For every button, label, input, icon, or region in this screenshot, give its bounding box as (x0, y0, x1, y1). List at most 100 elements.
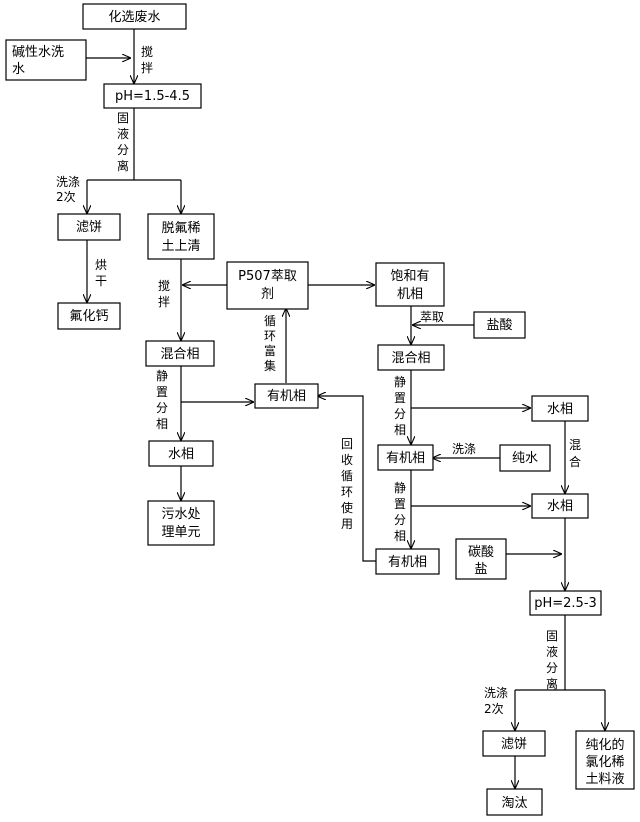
svg-text:固: 固 (546, 629, 558, 643)
box-saturated-organic-line2: 机相 (397, 287, 423, 302)
label-recycle: 回 收 循 环 使 用 (341, 437, 353, 531)
box-calcium-fluoride-text: 氟化钙 (69, 309, 108, 324)
box-aqueous-phase-right1: 水相 (531, 395, 589, 422)
box-rare-earth-liquid-line3: 土料液 (585, 772, 624, 787)
box-filter-cake1: 滤饼 (57, 213, 121, 241)
svg-text:循: 循 (341, 469, 353, 483)
svg-text:使: 使 (341, 500, 353, 515)
box-calcium-fluoride: 氟化钙 (57, 302, 121, 330)
label-wash2-2: 洗涤 2次 (484, 686, 508, 716)
svg-text:拌: 拌 (141, 60, 153, 75)
label-extract: 萃取 (420, 310, 444, 324)
box-mixed-phase1: 混合相 (145, 340, 215, 367)
box-organic-phase2-text: 有机相 (386, 451, 425, 466)
box-ph2-text: pH=2.5-3 (534, 596, 597, 611)
box-organic-phase-mid-text: 有机相 (267, 389, 306, 404)
svg-text:静: 静 (394, 481, 406, 495)
label-settle2: 静 置 分 相 (394, 375, 406, 437)
svg-text:离: 离 (546, 676, 558, 691)
label-wash: 洗涤 (452, 442, 476, 456)
svg-text:环: 环 (341, 485, 353, 499)
label-cycle-enrich: 循 环 富 集 (264, 314, 276, 373)
svg-text:分: 分 (394, 407, 406, 421)
box-filter-cake2: 滤饼 (482, 730, 546, 757)
svg-text:收: 收 (341, 453, 353, 467)
label-dry: 烘 干 (95, 258, 107, 288)
box-mixed-phase1-text: 混合相 (160, 347, 199, 362)
box-organic-phase3: 有机相 (375, 548, 440, 575)
svg-text:洗涤: 洗涤 (452, 442, 476, 456)
box-raw-wastewater-text: 化选废水 (108, 9, 160, 25)
box-filter-cake2-text: 滤饼 (501, 737, 527, 752)
svg-text:洗涤: 洗涤 (56, 175, 80, 189)
svg-text:相: 相 (394, 423, 406, 437)
box-ph1: pH=1.5-4.5 (103, 83, 202, 109)
box-p507: P507萃取 剂 (226, 261, 309, 310)
box-p507-line2: 剂 (261, 287, 274, 302)
svg-text:置: 置 (394, 497, 406, 511)
svg-text:拌: 拌 (158, 294, 170, 309)
label-settle1: 静 置 分 相 (156, 369, 168, 431)
svg-text:萃取: 萃取 (420, 310, 444, 324)
box-organic-phase2: 有机相 (377, 444, 434, 471)
svg-text:置: 置 (156, 385, 168, 399)
box-rare-earth-liquid-line1: 纯化的 (585, 737, 624, 753)
box-filter-cake1-text: 滤饼 (76, 220, 102, 235)
svg-text:循: 循 (264, 314, 276, 328)
svg-text:静: 静 (156, 369, 168, 383)
box-rare-earth-liquid: 纯化的 氯化稀 土料液 (575, 730, 635, 790)
box-aqueous-phase-right2-text: 水相 (547, 499, 573, 514)
box-supernatant-line1: 脱氟稀 (161, 221, 200, 236)
box-discard: 淘汰 (486, 788, 543, 816)
svg-text:混: 混 (569, 438, 581, 452)
box-hydrochloric-acid: 盐酸 (473, 311, 526, 339)
svg-text:富: 富 (264, 343, 276, 358)
box-pure-water: 纯水 (499, 444, 551, 472)
svg-text:分: 分 (546, 661, 558, 675)
box-aqueous-phase1-text: 水相 (168, 447, 194, 462)
svg-text:相: 相 (156, 417, 168, 431)
svg-text:相: 相 (394, 529, 406, 543)
label-stir1: 搅 拌 (141, 44, 153, 75)
svg-text:2次: 2次 (56, 190, 76, 204)
box-carbonate-line1: 碳酸 (468, 545, 494, 560)
box-pure-water-text: 纯水 (512, 451, 538, 466)
box-rare-earth-liquid-line2: 氯化稀 (585, 755, 624, 770)
svg-text:分: 分 (156, 401, 168, 415)
box-discard-text: 淘汰 (501, 796, 527, 811)
box-aqueous-phase-right2: 水相 (531, 493, 589, 519)
svg-text:干: 干 (95, 274, 107, 288)
svg-text:搅: 搅 (158, 278, 170, 293)
box-sewage-unit: 污水处 理单元 (147, 500, 215, 546)
box-carbonate: 碳酸 盐 (455, 538, 507, 580)
svg-text:置: 置 (394, 391, 406, 405)
label-wash2-1: 洗涤 2次 (56, 175, 80, 204)
box-p507-line1: P507萃取 (238, 269, 297, 284)
svg-text:环: 环 (264, 329, 276, 343)
svg-text:2次: 2次 (484, 702, 504, 716)
label-solid-liquid1: 固 液 分 离 (117, 111, 129, 173)
box-carbonate-line2: 盐 (474, 562, 487, 577)
svg-text:静: 静 (394, 375, 406, 389)
box-alkaline-wash-line1: 碱性水洗 (12, 45, 64, 60)
svg-text:洗涤: 洗涤 (484, 686, 508, 700)
label-solid-liquid2: 固 液 分 离 (546, 629, 558, 691)
label-settle3: 静 置 分 相 (394, 481, 406, 543)
box-mixed-phase2: 混合相 (377, 344, 445, 371)
box-mixed-phase2-text: 混合相 (391, 351, 430, 366)
svg-text:集: 集 (264, 358, 276, 373)
box-raw-wastewater: 化选废水 (82, 3, 187, 30)
svg-text:分: 分 (117, 143, 129, 157)
svg-text:搅: 搅 (141, 44, 153, 59)
box-organic-phase3-text: 有机相 (388, 555, 427, 570)
connectors (86, 29, 605, 788)
label-mix: 混 合 (569, 438, 581, 469)
box-sewage-unit-line1: 污水处 (161, 507, 200, 522)
box-alkaline-wash-line2: 水 (12, 62, 25, 77)
svg-text:固: 固 (117, 111, 129, 125)
box-saturated-organic: 饱和有 机相 (375, 262, 445, 307)
box-alkaline-wash: 碱性水洗 水 (5, 39, 87, 81)
svg-text:合: 合 (569, 454, 581, 469)
box-aqueous-phase-right1-text: 水相 (547, 402, 573, 417)
